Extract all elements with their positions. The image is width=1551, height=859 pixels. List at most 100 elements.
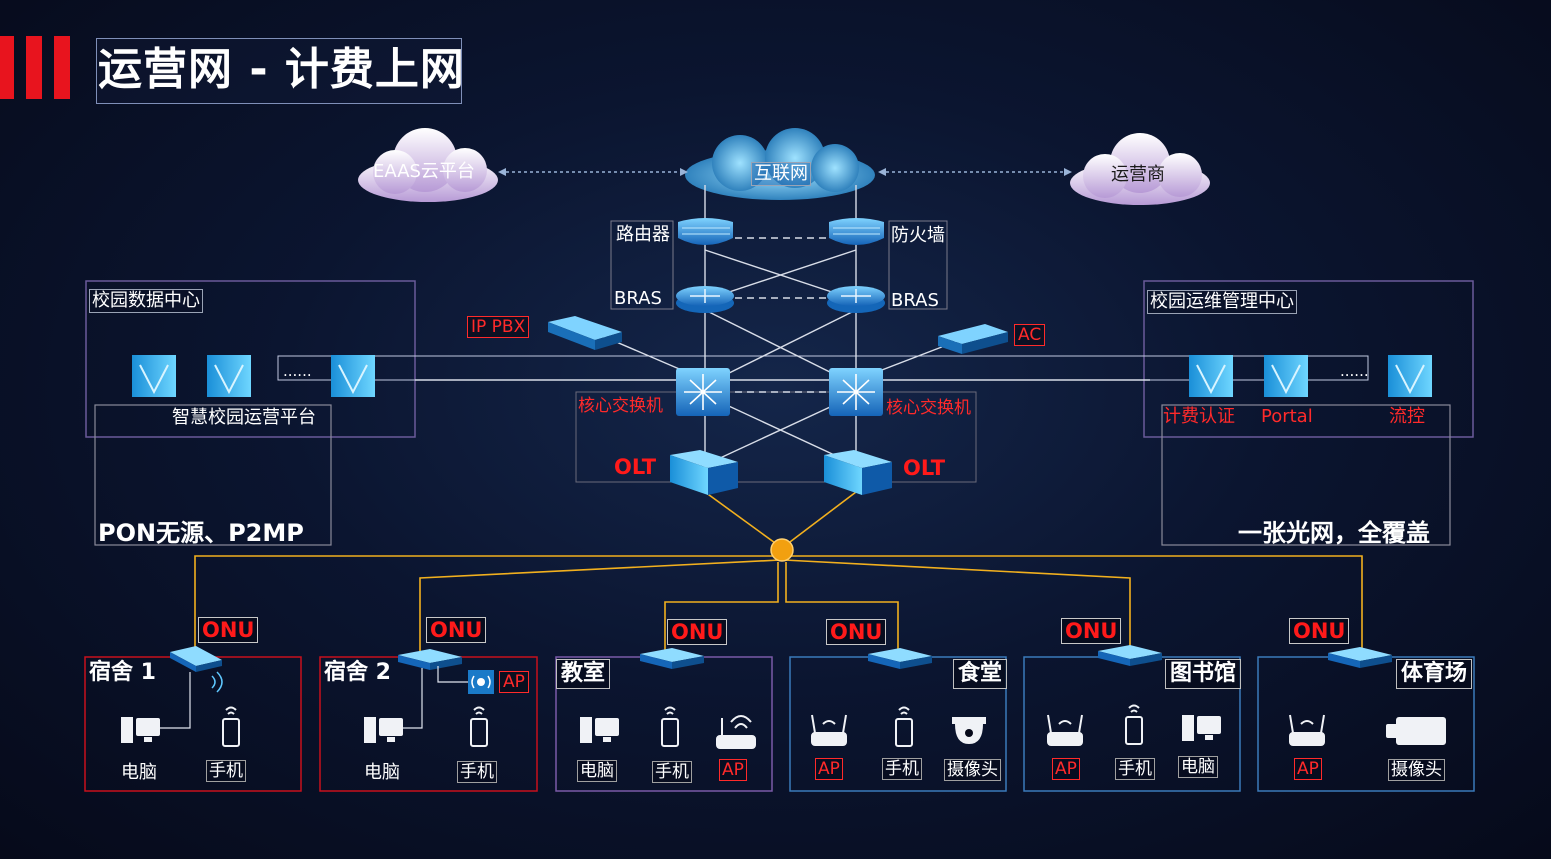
carrier-cloud-icon	[1070, 133, 1210, 205]
device-label: 手机	[1115, 758, 1155, 780]
ap-wireless-icon	[468, 670, 494, 694]
title-bars	[0, 36, 70, 99]
ap-icon	[1047, 714, 1083, 746]
box-camera-icon	[1386, 717, 1446, 745]
fiber-links	[194, 491, 1363, 660]
device-label: 手机	[457, 761, 497, 783]
firewall-box	[888, 220, 948, 310]
ac-label: AC	[1014, 324, 1046, 346]
pon-tagline: PON无源、P2MP	[98, 519, 304, 547]
onu-label: ONU	[1289, 618, 1350, 644]
computer-icon	[364, 717, 403, 743]
device-label: AP	[1294, 758, 1322, 780]
onu-icon	[1098, 645, 1162, 666]
device-label: 手机	[652, 761, 692, 783]
core-switch-left-label: 核心交换机	[578, 396, 663, 416]
computer-icon	[121, 717, 160, 743]
billing-label: 计费认证	[1163, 406, 1235, 427]
device-label: AP	[1052, 758, 1080, 780]
title-frame	[96, 38, 462, 104]
ops-dots: ......	[1340, 362, 1369, 380]
olt-left-label: OLT	[614, 455, 657, 479]
server-icon	[1189, 355, 1233, 397]
olt-right-icon	[824, 450, 892, 495]
camera-icons	[952, 717, 1446, 745]
platform-label: 智慧校园运营平台	[172, 407, 316, 428]
computer-icon	[1182, 715, 1221, 741]
onu-icon	[170, 646, 222, 672]
carrier-label: 运营商	[1111, 164, 1165, 185]
page-title: 运营网 - 计费上网	[98, 44, 465, 95]
datacenter-dots: ......	[283, 362, 312, 380]
device-label: 电脑	[364, 762, 400, 783]
server-icon	[1388, 355, 1432, 397]
zone-canteen-title: 食堂	[953, 659, 1008, 689]
flow-control-label: 流控	[1389, 406, 1425, 427]
ippbx-label: IP PBX	[467, 316, 530, 338]
router-box	[610, 220, 674, 310]
phone-icon	[895, 706, 913, 747]
onu-icon	[1328, 647, 1392, 668]
ap-icons	[716, 714, 1325, 749]
onu-label: ONU	[667, 619, 728, 645]
bras-left-label: BRAS	[614, 288, 662, 309]
onu-icon	[640, 648, 704, 669]
onu-icons	[170, 645, 1392, 672]
onu-label: ONU	[198, 617, 259, 643]
ap-icon	[811, 714, 847, 746]
eaas-label: EAAS云平台	[373, 161, 475, 182]
device-label: 手机	[206, 760, 246, 782]
splitter-icon	[770, 538, 794, 562]
internet-label: 互联网	[751, 162, 811, 186]
ap-icon	[1289, 714, 1325, 746]
device-label: 手机	[882, 758, 922, 780]
phone-icons	[222, 704, 1143, 747]
ha-links	[735, 237, 828, 393]
device-label: 摄像头	[944, 759, 1001, 781]
phone-icon	[661, 706, 679, 747]
ippbx-icon	[548, 316, 622, 350]
firewall-label: 防火墙	[891, 225, 945, 246]
ops-inner-box	[1161, 404, 1451, 546]
device-label: 电脑	[577, 760, 617, 782]
onu-label: ONU	[426, 617, 487, 643]
zone-dorm1-title: 宿舍 1	[89, 660, 156, 685]
core-switch-right-label: 核心交换机	[886, 398, 971, 418]
dorm-wiring	[150, 666, 468, 729]
portal-label: Portal	[1261, 406, 1313, 427]
fiber-tagline: 一张光网，全覆盖	[1238, 519, 1430, 547]
router-icon	[678, 218, 733, 245]
datacenter-title: 校园数据中心	[89, 289, 203, 313]
core-switch-right-icon	[829, 368, 883, 416]
firewall-icon	[829, 218, 884, 245]
olt-left-icon	[670, 450, 738, 495]
onu-label: ONU	[826, 619, 887, 645]
phone-icon	[470, 706, 488, 747]
core-switch-left-icon	[676, 368, 730, 416]
server-icon	[331, 355, 375, 397]
ap-label: AP	[499, 671, 529, 693]
eaas-cloud-icon	[358, 128, 498, 202]
server-icon	[207, 355, 251, 397]
phone-icon	[222, 706, 240, 747]
device-label: 摄像头	[1388, 759, 1445, 781]
router-label: 路由器	[616, 224, 670, 245]
ap-icon	[716, 715, 756, 749]
device-label: AP	[815, 758, 843, 780]
onu-label: ONU	[1061, 618, 1122, 644]
zone-classroom-title: 教室	[556, 659, 611, 689]
phone-icon	[1125, 704, 1143, 745]
ops-box	[1143, 280, 1474, 438]
zone-stadium-title: 体育场	[1396, 659, 1473, 689]
server-icons	[132, 355, 1432, 397]
datacenter-box	[85, 280, 416, 438]
wifi-icon	[211, 671, 223, 693]
device-label: 电脑	[121, 762, 157, 783]
bras-left-icon	[676, 286, 734, 313]
server-icon	[1264, 355, 1308, 397]
platform-box	[94, 404, 332, 546]
zone-dorm2-title: 宿舍 2	[324, 660, 391, 685]
dome-camera-icon	[952, 717, 986, 744]
